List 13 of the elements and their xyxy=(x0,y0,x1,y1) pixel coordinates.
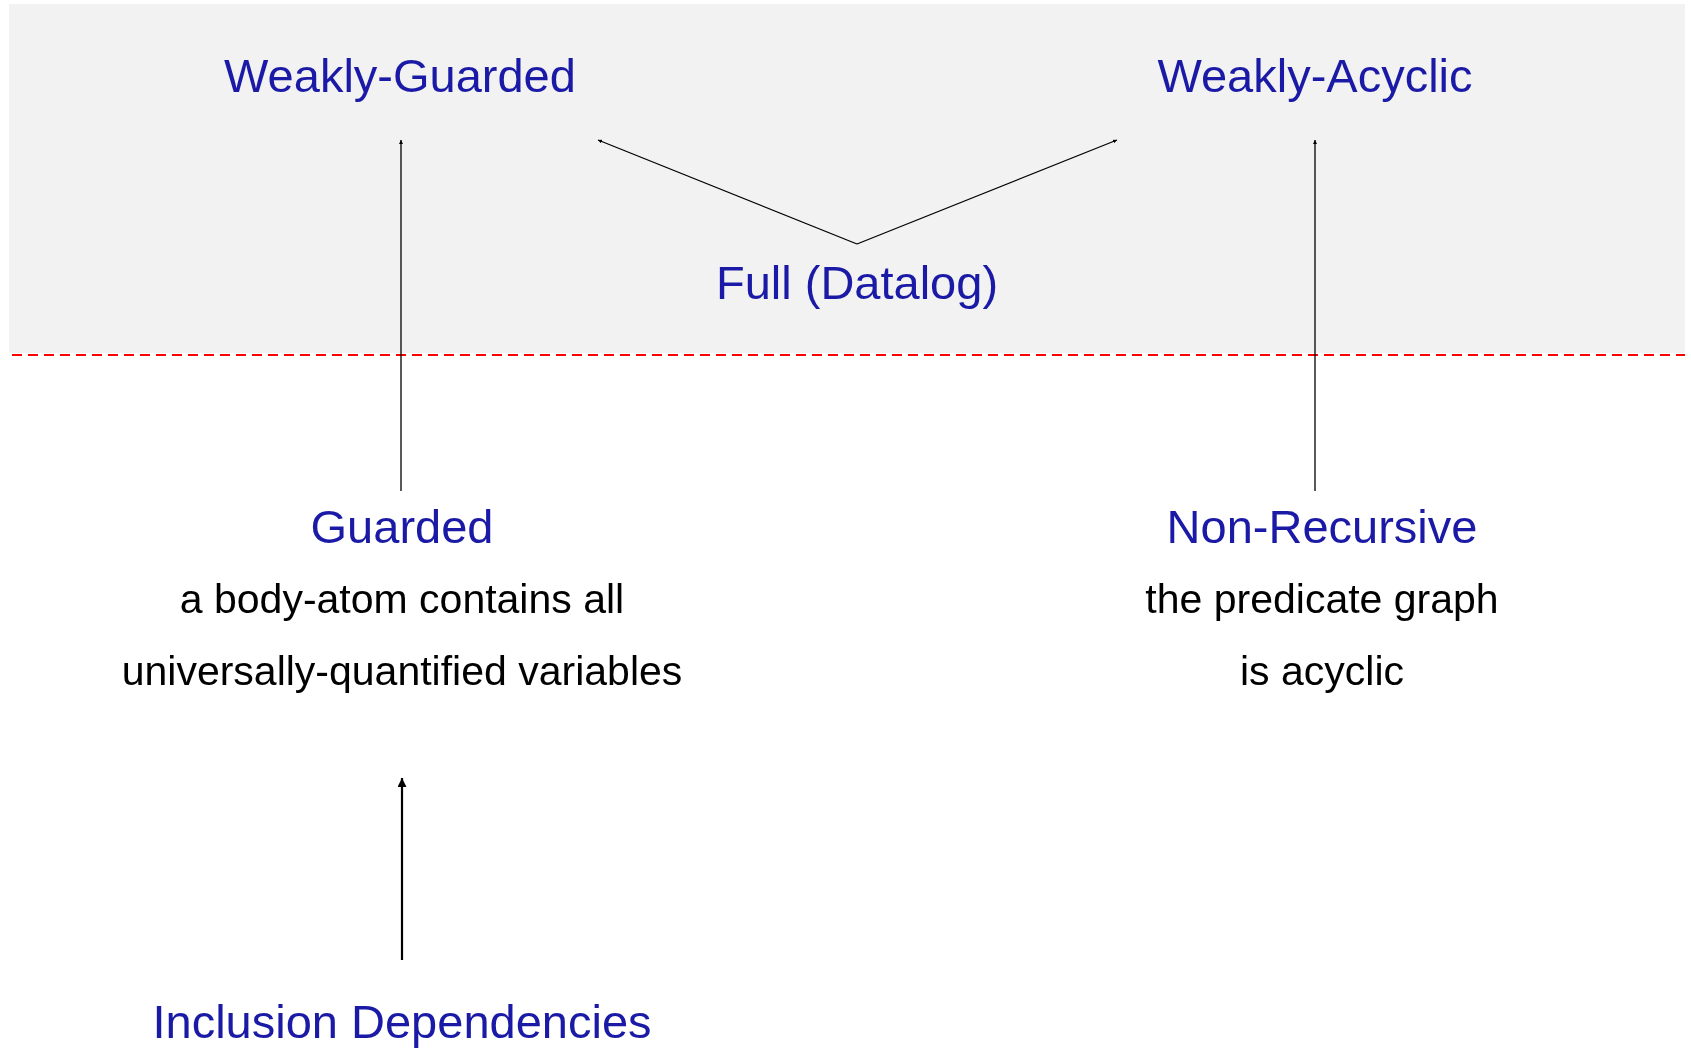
class-description: a body-atom contains all universally-quantified variables xyxy=(120,575,684,696)
class-name: Inclusion Dependencies xyxy=(152,996,652,1048)
class-name: Full (Datalog) xyxy=(715,255,999,311)
arrow xyxy=(399,139,403,492)
arrow xyxy=(1313,139,1317,492)
class-name: Non-Recursive xyxy=(1166,499,1478,555)
arrow xyxy=(856,139,1118,245)
arrow xyxy=(597,139,858,245)
class-name: Guarded xyxy=(310,499,494,555)
class-name: Weakly-Guarded xyxy=(224,48,576,104)
arrow xyxy=(397,778,407,960)
class-description: the predicate graph is acyclic xyxy=(1144,575,1500,696)
class-name: Weakly-Acyclic xyxy=(1157,48,1473,104)
